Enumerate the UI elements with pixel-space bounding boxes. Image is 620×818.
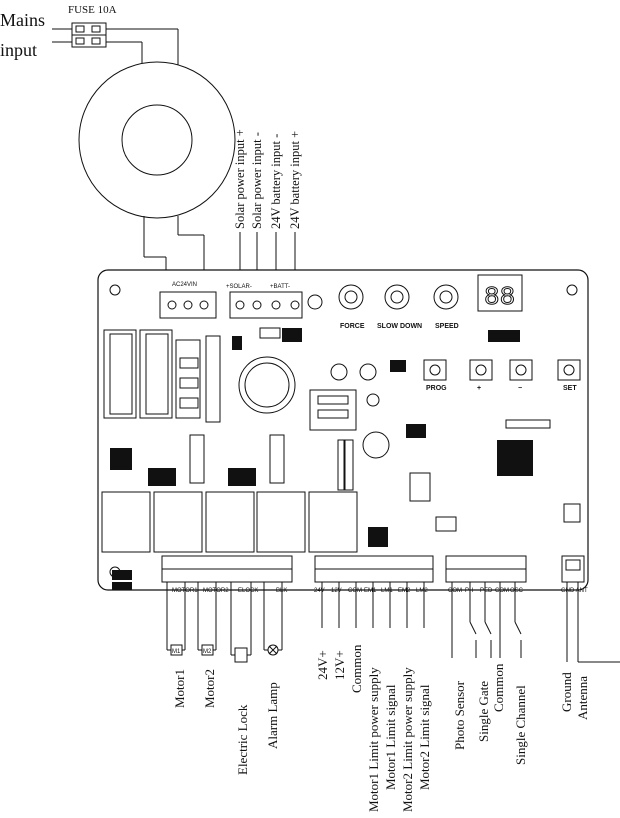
bottom-wires bbox=[166, 582, 620, 663]
knob-label-slow-down: SLOW DOWN bbox=[377, 323, 422, 330]
terminal-com: COM bbox=[348, 588, 362, 594]
label-alarm-lamp: Alarm Lamp bbox=[265, 682, 280, 749]
batt-terminal-label: +BATT- bbox=[270, 284, 290, 290]
label-sensor-common: Common bbox=[491, 663, 506, 712]
button-label-plus: + bbox=[477, 385, 481, 392]
battery-minus-label: 24V battery input - bbox=[269, 134, 283, 229]
components-center bbox=[110, 356, 431, 547]
terminal-24v: 24V bbox=[314, 588, 325, 594]
terminal-ph: PH bbox=[465, 588, 473, 594]
terminal-gnd-ant: GND ANT bbox=[561, 588, 588, 594]
elock-terminal-label: ELOCK bbox=[238, 588, 258, 594]
motor2-mark: M2 bbox=[203, 649, 212, 655]
label-photo-sensor: Photo Sensor bbox=[452, 680, 467, 750]
terminal-em1: EM1 bbox=[364, 588, 377, 594]
seven-segment-display: 88 bbox=[477, 274, 523, 313]
button-label-prog: PROG bbox=[426, 385, 447, 392]
label-motor2: Motor2 bbox=[202, 669, 217, 708]
label-motor1: Motor1 bbox=[172, 669, 187, 708]
solar-plus-label: Solar power input + bbox=[233, 129, 247, 229]
label-motor2-limit-power: Motor2 Limit power supply bbox=[400, 667, 415, 812]
button-label-set: SET bbox=[563, 385, 577, 392]
terminal-com2: COM bbox=[495, 588, 509, 594]
terminal-lm2: LM2 bbox=[416, 588, 428, 594]
label-electric-lock: Electric Lock bbox=[235, 704, 250, 775]
mains-label-line1: Mains bbox=[0, 10, 45, 30]
ac-terminal-block bbox=[159, 291, 217, 319]
label-24v: 24V+ bbox=[315, 650, 330, 680]
signal-terminal-block bbox=[314, 555, 434, 583]
buttons bbox=[423, 330, 581, 381]
motor-terminal-block bbox=[161, 555, 293, 583]
button-label-minus: − bbox=[518, 385, 522, 392]
label-single-channel: Single Channel bbox=[513, 685, 528, 765]
terminal-em2: EM2 bbox=[398, 588, 411, 594]
relays-left bbox=[103, 329, 242, 423]
label-ground: Ground bbox=[559, 672, 574, 712]
label-motor1-limit-power: Motor1 Limit power supply bbox=[366, 667, 381, 812]
fuse-block bbox=[71, 22, 107, 48]
terminal-sensor-com: COM bbox=[448, 588, 462, 594]
motor1-mark: M1 bbox=[172, 649, 181, 655]
label-common: Common bbox=[349, 644, 364, 693]
terminal-12v: 12V bbox=[331, 588, 342, 594]
battery-plus-label: 24V battery input + bbox=[288, 131, 302, 229]
solar-terminal-label: +SOLAR- bbox=[226, 284, 252, 290]
relays-bottom bbox=[101, 491, 358, 590]
sensor-terminal-block bbox=[445, 555, 527, 583]
label-motor1-limit-signal: Motor1 Limit signal bbox=[383, 684, 398, 790]
fuse-label: FUSE 10A bbox=[68, 4, 117, 16]
solar-minus-label: Solar power input - bbox=[250, 132, 264, 229]
solar-batt-terminal-block bbox=[229, 291, 303, 342]
knob-label-speed: SPEED bbox=[435, 323, 459, 330]
antenna-terminal-block bbox=[561, 555, 585, 583]
svg-text:88: 88 bbox=[484, 282, 515, 312]
mains-label-line2: input bbox=[0, 40, 37, 60]
terminal-lm1: LM1 bbox=[381, 588, 393, 594]
label-single-gate: Single Gate bbox=[476, 681, 491, 742]
ac24vin-label: AC24VIN bbox=[172, 282, 197, 288]
transformer-icon bbox=[78, 61, 236, 219]
microcontroller-chip bbox=[435, 419, 581, 532]
terminal-ped: PED bbox=[480, 588, 493, 594]
label-motor2-limit-signal: Motor2 Limit signal bbox=[417, 684, 432, 790]
potentiometers bbox=[307, 284, 459, 310]
label-12v: 12V+ bbox=[332, 650, 347, 680]
knob-label-force: FORCE bbox=[340, 323, 365, 330]
label-antenna: Antenna bbox=[575, 676, 590, 720]
motor-symbols: M1 M2 bbox=[170, 644, 279, 663]
terminal-osc: OSC bbox=[510, 588, 524, 594]
